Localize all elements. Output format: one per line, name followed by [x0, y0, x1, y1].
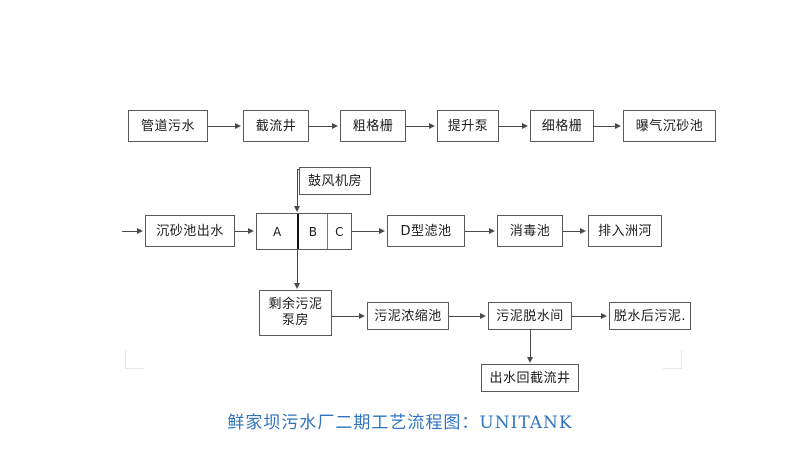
connector-blower-down [297, 169, 298, 207]
node-sludge-dewatering-room[interactable]: 污泥脱水间 [488, 302, 572, 330]
arrowhead-n5-n6 [615, 122, 621, 129]
connector-n1-n2 [208, 126, 236, 127]
page-corner-mark-bottom-left [125, 350, 144, 369]
node-dewatered-sludge[interactable]: 脱水后污泥. [609, 302, 691, 330]
node-sludge-thickener[interactable]: 污泥浓缩池 [367, 302, 449, 330]
arrowhead-blower-unitank [293, 206, 300, 212]
connector-n5-n6 [594, 126, 616, 127]
connector-thickener-dewater [449, 316, 481, 317]
unitank-cell-c[interactable]: C [326, 214, 351, 249]
arrowhead-unitank-sludgepump [293, 283, 300, 289]
connector-unitank-dfilter [352, 231, 380, 232]
unitank-cell-a[interactable]: A [272, 224, 282, 239]
node-fine-screen[interactable]: 细格栅 [530, 110, 594, 142]
node-return-water-to-interception-well[interactable]: 出水回截流井 [481, 364, 579, 392]
connector-blower-elbow [297, 169, 299, 170]
node-pipeline-sewage[interactable]: 管道污水 [128, 110, 208, 142]
connector-dewater-returnwater [530, 330, 531, 358]
unitank-cell-b[interactable]: B [297, 214, 326, 249]
arrowhead-dewater-dewatered [601, 312, 607, 319]
node-aerated-grit-chamber[interactable]: 曝气沉砂池 [623, 110, 716, 142]
node-disinfection-tank[interactable]: 消毒池 [497, 215, 563, 247]
figure-caption: 鲜家坝污水厂二期工艺流程图：UNITANK [227, 413, 573, 433]
arrowhead-sludgepump-thickener [359, 312, 365, 319]
node-lift-pump[interactable]: 提升泵 [437, 110, 499, 142]
arrowhead-unitank-dfilter [379, 227, 385, 234]
connector-n2-n3 [309, 126, 333, 127]
connector-n4-n5 [499, 126, 523, 127]
page-corner-mark-bottom-right [663, 350, 682, 369]
arrowhead-n4-n5 [522, 122, 528, 129]
arrowhead-inlet [137, 227, 143, 234]
arrowhead-thickener-dewater [480, 312, 486, 319]
connector-n3-n4 [406, 126, 430, 127]
node-coarse-screen[interactable]: 粗格栅 [340, 110, 406, 142]
node-d-type-filter[interactable]: D型滤池 [387, 215, 465, 247]
node-blower-room[interactable]: 鼓风机房 [299, 167, 371, 195]
arrowhead-n1-n2 [235, 122, 241, 129]
connector-sludgepump-thickener [332, 316, 360, 317]
arrowhead-dewater-returnwater [526, 357, 533, 363]
node-excess-sludge-pump-room[interactable]: 剩余污泥 泵房 [259, 290, 332, 336]
node-grit-chamber-effluent[interactable]: 沉砂池出水 [145, 215, 235, 247]
connector-inlet [122, 231, 138, 232]
node-interception-well[interactable]: 截流井 [243, 110, 309, 142]
arrowhead-n2-n3 [332, 122, 338, 129]
arrowhead-dfilter-disinfect [489, 227, 495, 234]
connector-dewater-dewatered [572, 316, 602, 317]
unitank-reactor[interactable]: A B C [256, 213, 352, 250]
arrowhead-effluent-unitank [248, 227, 254, 234]
connector-dfilter-disinfect [465, 231, 490, 232]
connector-effluent-unitank [235, 231, 249, 232]
arrowhead-disinfect-discharge [580, 227, 586, 234]
connector-disinfect-discharge [563, 231, 581, 232]
connector-unitank-sludgepump [297, 250, 298, 284]
node-discharge-to-zhouhe-river[interactable]: 排入洲河 [588, 215, 662, 247]
arrowhead-n3-n4 [429, 122, 435, 129]
